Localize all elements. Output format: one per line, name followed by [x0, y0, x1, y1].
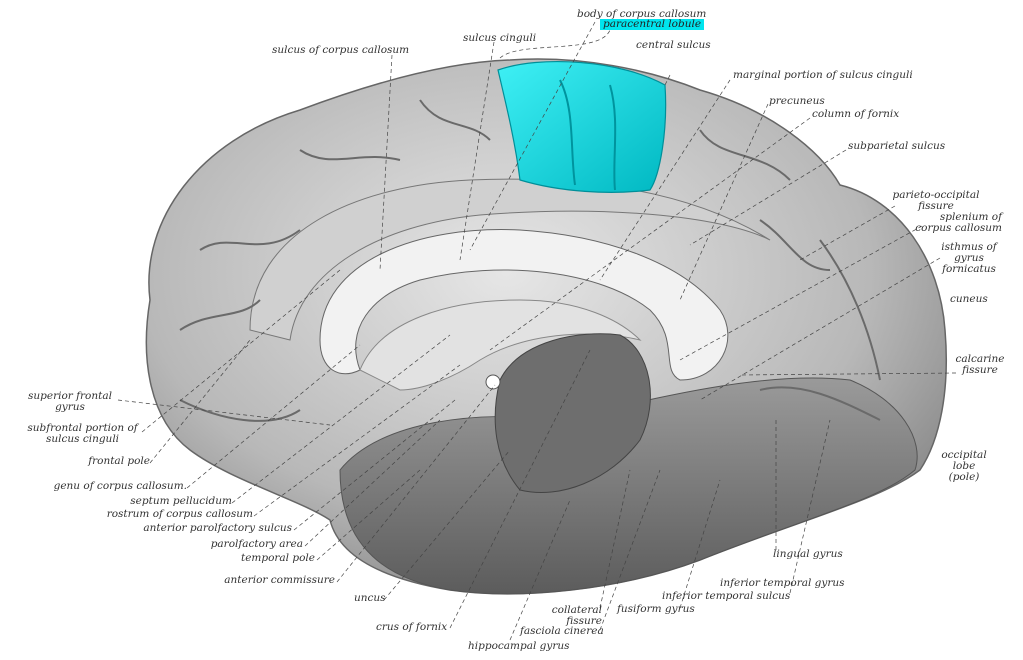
label-precuneus: precuneus — [769, 95, 825, 107]
anterior-commissure — [485, 374, 501, 390]
label-frontal-pole: frontal pole — [88, 455, 150, 467]
label-parieto-occipital-fissure: parieto-occipital fissure — [890, 190, 982, 212]
label-line: splenium of — [939, 211, 1002, 223]
label-temporal-pole: temporal pole — [240, 552, 315, 564]
septum-pellucidum — [359, 299, 642, 391]
label-rostrum: rostrum of corpus callosum — [106, 508, 253, 520]
label-genu: genu of corpus callosum. — [53, 480, 187, 492]
label-line: corpus callosum — [915, 222, 1002, 234]
label-inferior-temporal-sulcus: inferior temporal sulcus — [662, 590, 791, 602]
label-hippocampal-gyrus: hippocampal gyrus — [468, 640, 570, 652]
label-line: occipital — [941, 449, 987, 461]
label-line: lobe — [952, 460, 976, 472]
label-subparietal-sulcus: subparietal sulcus — [848, 140, 946, 152]
label-column-of-fornix: column of fornix — [812, 108, 900, 120]
label-occipital-lobe: occipital lobe (pole) — [938, 450, 990, 483]
label-line: subfrontal portion of — [27, 422, 138, 434]
label-line: fissure — [566, 615, 602, 627]
label-cuneus: cuneus — [950, 293, 988, 305]
label-marginal-portion: marginal portion of sulcus cinguli — [733, 69, 913, 81]
paracentral-lobule-region — [497, 60, 667, 193]
label-line: fornicatus — [942, 263, 996, 275]
label-line: gyrus — [55, 401, 85, 413]
label-anterior-parolfactory-sulcus: anterior parolfactory sulcus — [143, 522, 292, 534]
label-line: parieto-occipital — [892, 189, 980, 201]
label-line: collateral — [551, 604, 602, 616]
cingulate-gyrus — [249, 178, 771, 341]
label-fasciola-cinerea: fasciola cinerea — [520, 625, 604, 637]
label-septum-pellucidum: septum pellucidum — [130, 495, 232, 507]
label-paracentral-lobule: paracentral lobule — [600, 19, 705, 30]
label-line: gyrus — [954, 252, 984, 264]
label-subfrontal-portion: subfrontal portion of sulcus cinguli — [20, 423, 145, 445]
label-anterior-commissure: anterior commissure — [224, 574, 335, 586]
label-collateral-fissure: collateral fissure — [540, 605, 602, 627]
sulci — [179, 99, 881, 422]
label-line: (pole) — [948, 471, 980, 483]
label-line: isthmus of — [941, 241, 997, 253]
label-line: sulcus cinguli — [45, 433, 120, 445]
label-crus-of-fornix: crus of fornix — [376, 621, 448, 633]
label-inferior-temporal-gyrus: inferior temporal gyrus — [720, 577, 845, 589]
label-sulcus-of-corpus-callosum: sulcus of corpus callosum — [272, 44, 410, 56]
label-parolfactory-area: parolfactory area — [210, 538, 303, 550]
label-central-sulcus: central sulcus — [636, 39, 711, 51]
corpus-callosum — [319, 229, 729, 381]
label-line: calcarine — [955, 353, 1005, 365]
label-sulcus-cinguli: sulcus cinguli — [463, 32, 537, 44]
label-uncus: uncus — [354, 592, 386, 604]
label-lingual-gyrus: lingual gyrus — [773, 548, 843, 560]
thalamus-cut — [494, 333, 651, 494]
label-superior-frontal-gyrus: superior frontal gyrus — [20, 391, 120, 413]
label-line: fissure — [918, 200, 954, 212]
label-line: fissure — [962, 364, 998, 376]
label-fusiform-gyrus: fusiform gyrus — [617, 603, 695, 615]
label-line: superior frontal — [28, 390, 112, 402]
label-body-of-corpus-callosum: body of corpus callosum — [577, 8, 707, 20]
leader-lines — [117, 21, 957, 641]
label-splenium: splenium of corpus callosum — [910, 212, 1002, 234]
label-calcarine-fissure: calcarine fissure — [955, 354, 1005, 376]
label-isthmus: isthmus of gyrus fornicatus — [935, 242, 1003, 275]
